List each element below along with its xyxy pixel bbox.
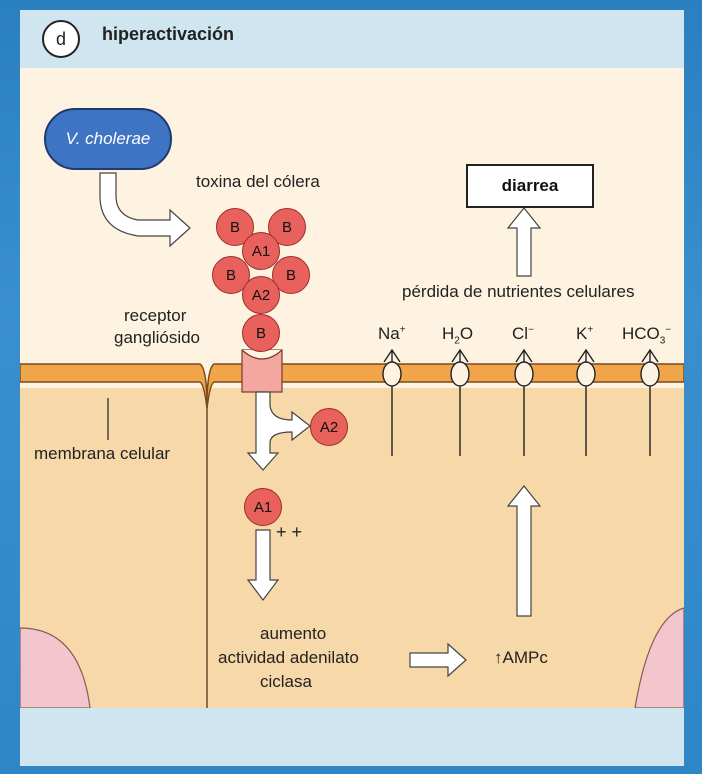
adenylate-line1: aumento xyxy=(260,624,326,644)
ion-cl: Cl− xyxy=(512,324,534,344)
vibrio-label: V. cholerae xyxy=(66,129,151,148)
header: d hiperactivación xyxy=(20,10,684,68)
nucleus-right xyxy=(635,608,684,708)
ion-channel-hco3 xyxy=(641,350,659,456)
panel-badge: d xyxy=(42,20,80,58)
receptor-label-1: receptor xyxy=(124,306,186,326)
ion-channel-na xyxy=(383,350,401,456)
ion-channel-k xyxy=(577,350,595,456)
camp-label: ↑AMPc xyxy=(494,648,548,668)
ampc-up-arrow xyxy=(508,486,540,616)
diarrhea-arrow xyxy=(508,208,540,276)
ion-channel-cl xyxy=(515,350,533,456)
membrane-label: membrana celular xyxy=(34,444,170,464)
vibrio-arrow xyxy=(100,173,190,246)
adenylate-line3: ciclasa xyxy=(260,672,312,692)
diarrhea-label: diarrea xyxy=(502,176,559,195)
a1-down-arrow xyxy=(248,530,278,600)
released-a2: A2 xyxy=(310,408,348,446)
diarrhea-box: diarrea xyxy=(466,164,594,208)
ion-h2o: H2O xyxy=(442,324,473,346)
vibrio-cholerae: V. cholerae xyxy=(44,108,172,170)
ion-channel-h2o xyxy=(451,350,469,456)
nucleus-left xyxy=(20,628,90,708)
released-a1: A1 xyxy=(244,488,282,526)
entry-arrow xyxy=(248,392,310,470)
receptor-label-2: gangliósido xyxy=(114,328,200,348)
toxin-label: toxina del cólera xyxy=(196,172,320,192)
toxin-subunit-b: B xyxy=(242,314,280,352)
figure-panel: d hiperactivación xyxy=(20,10,684,766)
ampc-arrow xyxy=(410,644,466,676)
ion-na: Na+ xyxy=(378,324,406,344)
nutrient-loss-label: pérdida de nutrientes celulares xyxy=(402,282,634,302)
toxin-subunit-a2: A2 xyxy=(242,276,280,314)
footer-band xyxy=(20,708,684,766)
ion-k: K+ xyxy=(576,324,593,344)
diagram-area: V. cholerae toxina del cólera B B A1 B B… xyxy=(20,68,684,708)
adenylate-line2: actividad adenilato xyxy=(218,648,359,668)
activation-plus: + + xyxy=(276,522,302,543)
panel-title: hiperactivación xyxy=(102,24,234,45)
ion-hco3: HCO3− xyxy=(622,324,671,346)
